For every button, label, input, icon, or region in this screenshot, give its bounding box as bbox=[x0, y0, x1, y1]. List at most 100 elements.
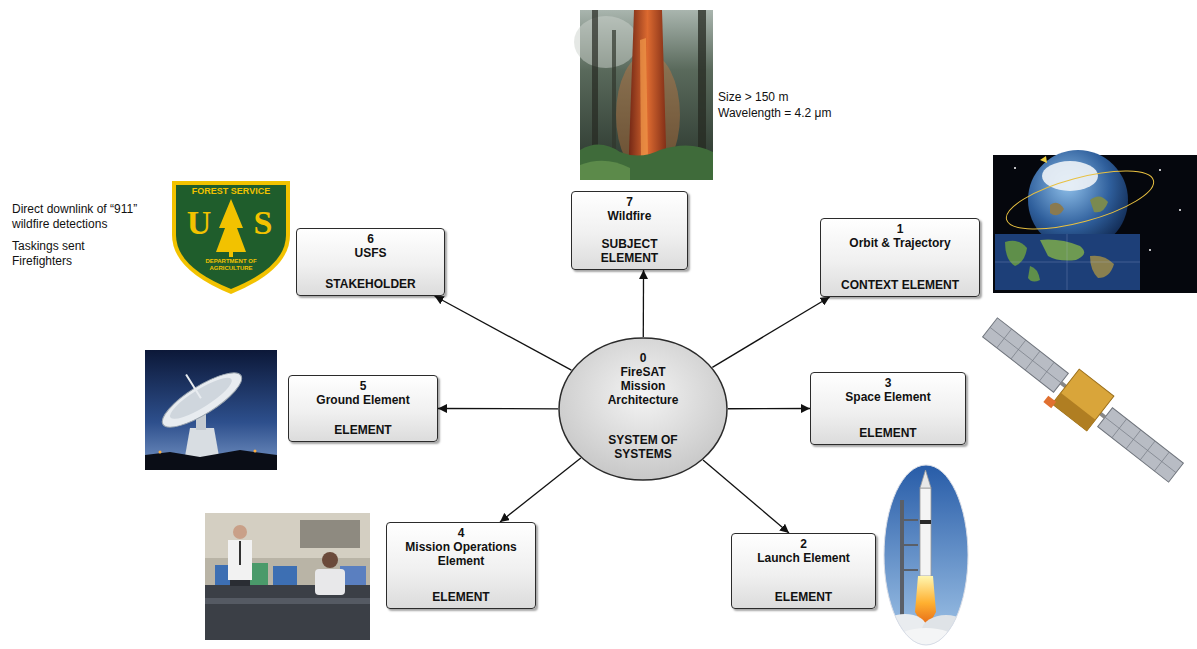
node-name: Wildfire bbox=[608, 209, 652, 223]
ground-antenna-photo-part-part bbox=[166, 372, 237, 425]
launch-photo-part-part bbox=[920, 520, 931, 524]
element-box: 2Launch ElementELEMENT bbox=[731, 533, 876, 609]
orbit-image-part bbox=[1159, 169, 1161, 171]
mission-operations-photo-part bbox=[205, 513, 370, 640]
node-number: 6 bbox=[367, 232, 374, 246]
element-box: 5Ground ElementELEMENT bbox=[288, 375, 438, 442]
wildfire-photo-part bbox=[574, 16, 638, 68]
orbit-image-part bbox=[1040, 240, 1084, 261]
wildfire-photo bbox=[574, 10, 713, 180]
annotation-note: Direct downlink of “911” wildfire detect… bbox=[12, 202, 164, 232]
badge-text: FOREST SERVICE bbox=[181, 186, 281, 197]
usfs-badge-part bbox=[172, 181, 290, 294]
orbit-image-part bbox=[995, 234, 1140, 290]
element-box: 3Space ElementELEMENT bbox=[810, 372, 966, 445]
connector-arrow bbox=[643, 270, 645, 337]
orbit-image-part bbox=[1028, 266, 1040, 282]
wildfire-photo-part bbox=[640, 38, 648, 162]
connector-arrow bbox=[703, 460, 789, 533]
stakeholder-box: 6USFS STAKEHOLDER bbox=[296, 228, 445, 296]
satellite-illustration-part bbox=[983, 318, 1069, 392]
node-role: STAKEHOLDER bbox=[325, 269, 415, 291]
orbit-image-part bbox=[1040, 156, 1047, 163]
orbit-image-part bbox=[1179, 209, 1181, 211]
ground-antenna-photo-part bbox=[145, 450, 277, 470]
launch-photo-part-part bbox=[880, 460, 975, 649]
dimension-label: Size > 150 m bbox=[718, 90, 878, 104]
satellite-illustration-part bbox=[983, 318, 1069, 392]
subject-element-box: 7WildfireSUBJECT ELEMENT bbox=[571, 191, 688, 270]
satellite-illustration bbox=[974, 310, 1190, 493]
satellite-illustration-part bbox=[1098, 408, 1184, 482]
node-name: Space Element bbox=[845, 390, 930, 404]
node-name: Launch Element bbox=[757, 551, 850, 565]
connector-arrow bbox=[438, 408, 558, 410]
node-name: USFS bbox=[354, 246, 386, 260]
orbit-image-part bbox=[1001, 159, 1159, 241]
node-number: 3 bbox=[885, 376, 892, 390]
mission-operations-photo-part bbox=[315, 569, 345, 595]
connector-arrow bbox=[500, 458, 581, 522]
node-number: 7 bbox=[626, 195, 633, 209]
ground-antenna-photo-part bbox=[145, 350, 277, 470]
node-role: ELEMENT bbox=[334, 415, 391, 437]
ground-antenna-photo-part-part bbox=[156, 364, 249, 436]
node-role: ELEMENT bbox=[775, 582, 832, 604]
satellite-illustration-part bbox=[1098, 408, 1184, 482]
satellite-illustration-part bbox=[1052, 369, 1114, 431]
node-name: Mission Operations Element bbox=[393, 540, 529, 568]
node-role: CONTEXT ELEMENT bbox=[841, 270, 959, 292]
node-name: Orbit & Trajectory bbox=[849, 236, 950, 250]
wildfire-photo-part bbox=[580, 144, 713, 180]
launch-photo-part-part bbox=[900, 500, 904, 620]
node-role: SUBJECT ELEMENT bbox=[594, 229, 666, 265]
mission-operations-photo-part bbox=[228, 540, 252, 580]
ground-antenna-photo-part bbox=[147, 350, 248, 436]
node-number: 1 bbox=[897, 222, 904, 236]
mission-operations-photo-part bbox=[239, 541, 241, 565]
connector-arrow bbox=[712, 297, 829, 367]
launch-photo-part-part bbox=[900, 520, 918, 570]
ground-antenna-photo bbox=[145, 350, 277, 470]
connector-arrow bbox=[435, 296, 572, 370]
badge-letter: S bbox=[249, 205, 277, 241]
mission-operations-photo bbox=[205, 513, 370, 640]
orbit-image-part bbox=[1067, 234, 1068, 290]
usfs-badge-part bbox=[216, 199, 246, 257]
satellite-illustration-part bbox=[1043, 396, 1056, 408]
satellite-illustration-part bbox=[1052, 393, 1095, 431]
badge-text: DEPARTMENT OF AGRICULTURE bbox=[196, 258, 266, 272]
wildfire-photo-part bbox=[580, 161, 630, 180]
mission-operations-photo-part bbox=[322, 552, 338, 568]
launch-photo-part bbox=[884, 465, 968, 645]
orbit-image-part bbox=[1014, 167, 1016, 169]
orbit-image-part bbox=[1050, 203, 1064, 216]
ellipse-outline bbox=[559, 338, 727, 480]
orbit-image-part bbox=[995, 262, 1140, 263]
orbit-image-part bbox=[1005, 241, 1027, 266]
orbit-image-part bbox=[1090, 196, 1108, 212]
launch-photo-part-part bbox=[896, 628, 956, 649]
usfs-badge-part bbox=[176, 185, 286, 289]
ground-antenna-photo-part-part bbox=[186, 375, 201, 399]
orbit-image bbox=[993, 150, 1197, 293]
mission-operations-photo-part bbox=[273, 566, 297, 585]
launch-photo-part-part bbox=[920, 488, 931, 576]
annotation-note: Taskings sent Firefighters bbox=[12, 239, 112, 269]
node-role: ELEMENT bbox=[859, 418, 916, 440]
mission-operations-photo-part bbox=[230, 580, 250, 586]
mission-operations-photo-part bbox=[300, 520, 360, 548]
ground-antenna-photo-part bbox=[159, 451, 162, 454]
node-number: 5 bbox=[360, 379, 367, 393]
mission-operations-photo-part bbox=[233, 525, 247, 539]
mission-operations-photo-part bbox=[205, 598, 370, 604]
node-number: 0 bbox=[640, 351, 647, 365]
element-box: 4Mission Operations ElementELEMENT bbox=[386, 522, 536, 609]
launch-photo-part-part bbox=[920, 470, 931, 488]
mission-operations-photo-part bbox=[205, 585, 370, 640]
launch-photo-part bbox=[880, 460, 975, 649]
node-number: 4 bbox=[458, 526, 465, 540]
